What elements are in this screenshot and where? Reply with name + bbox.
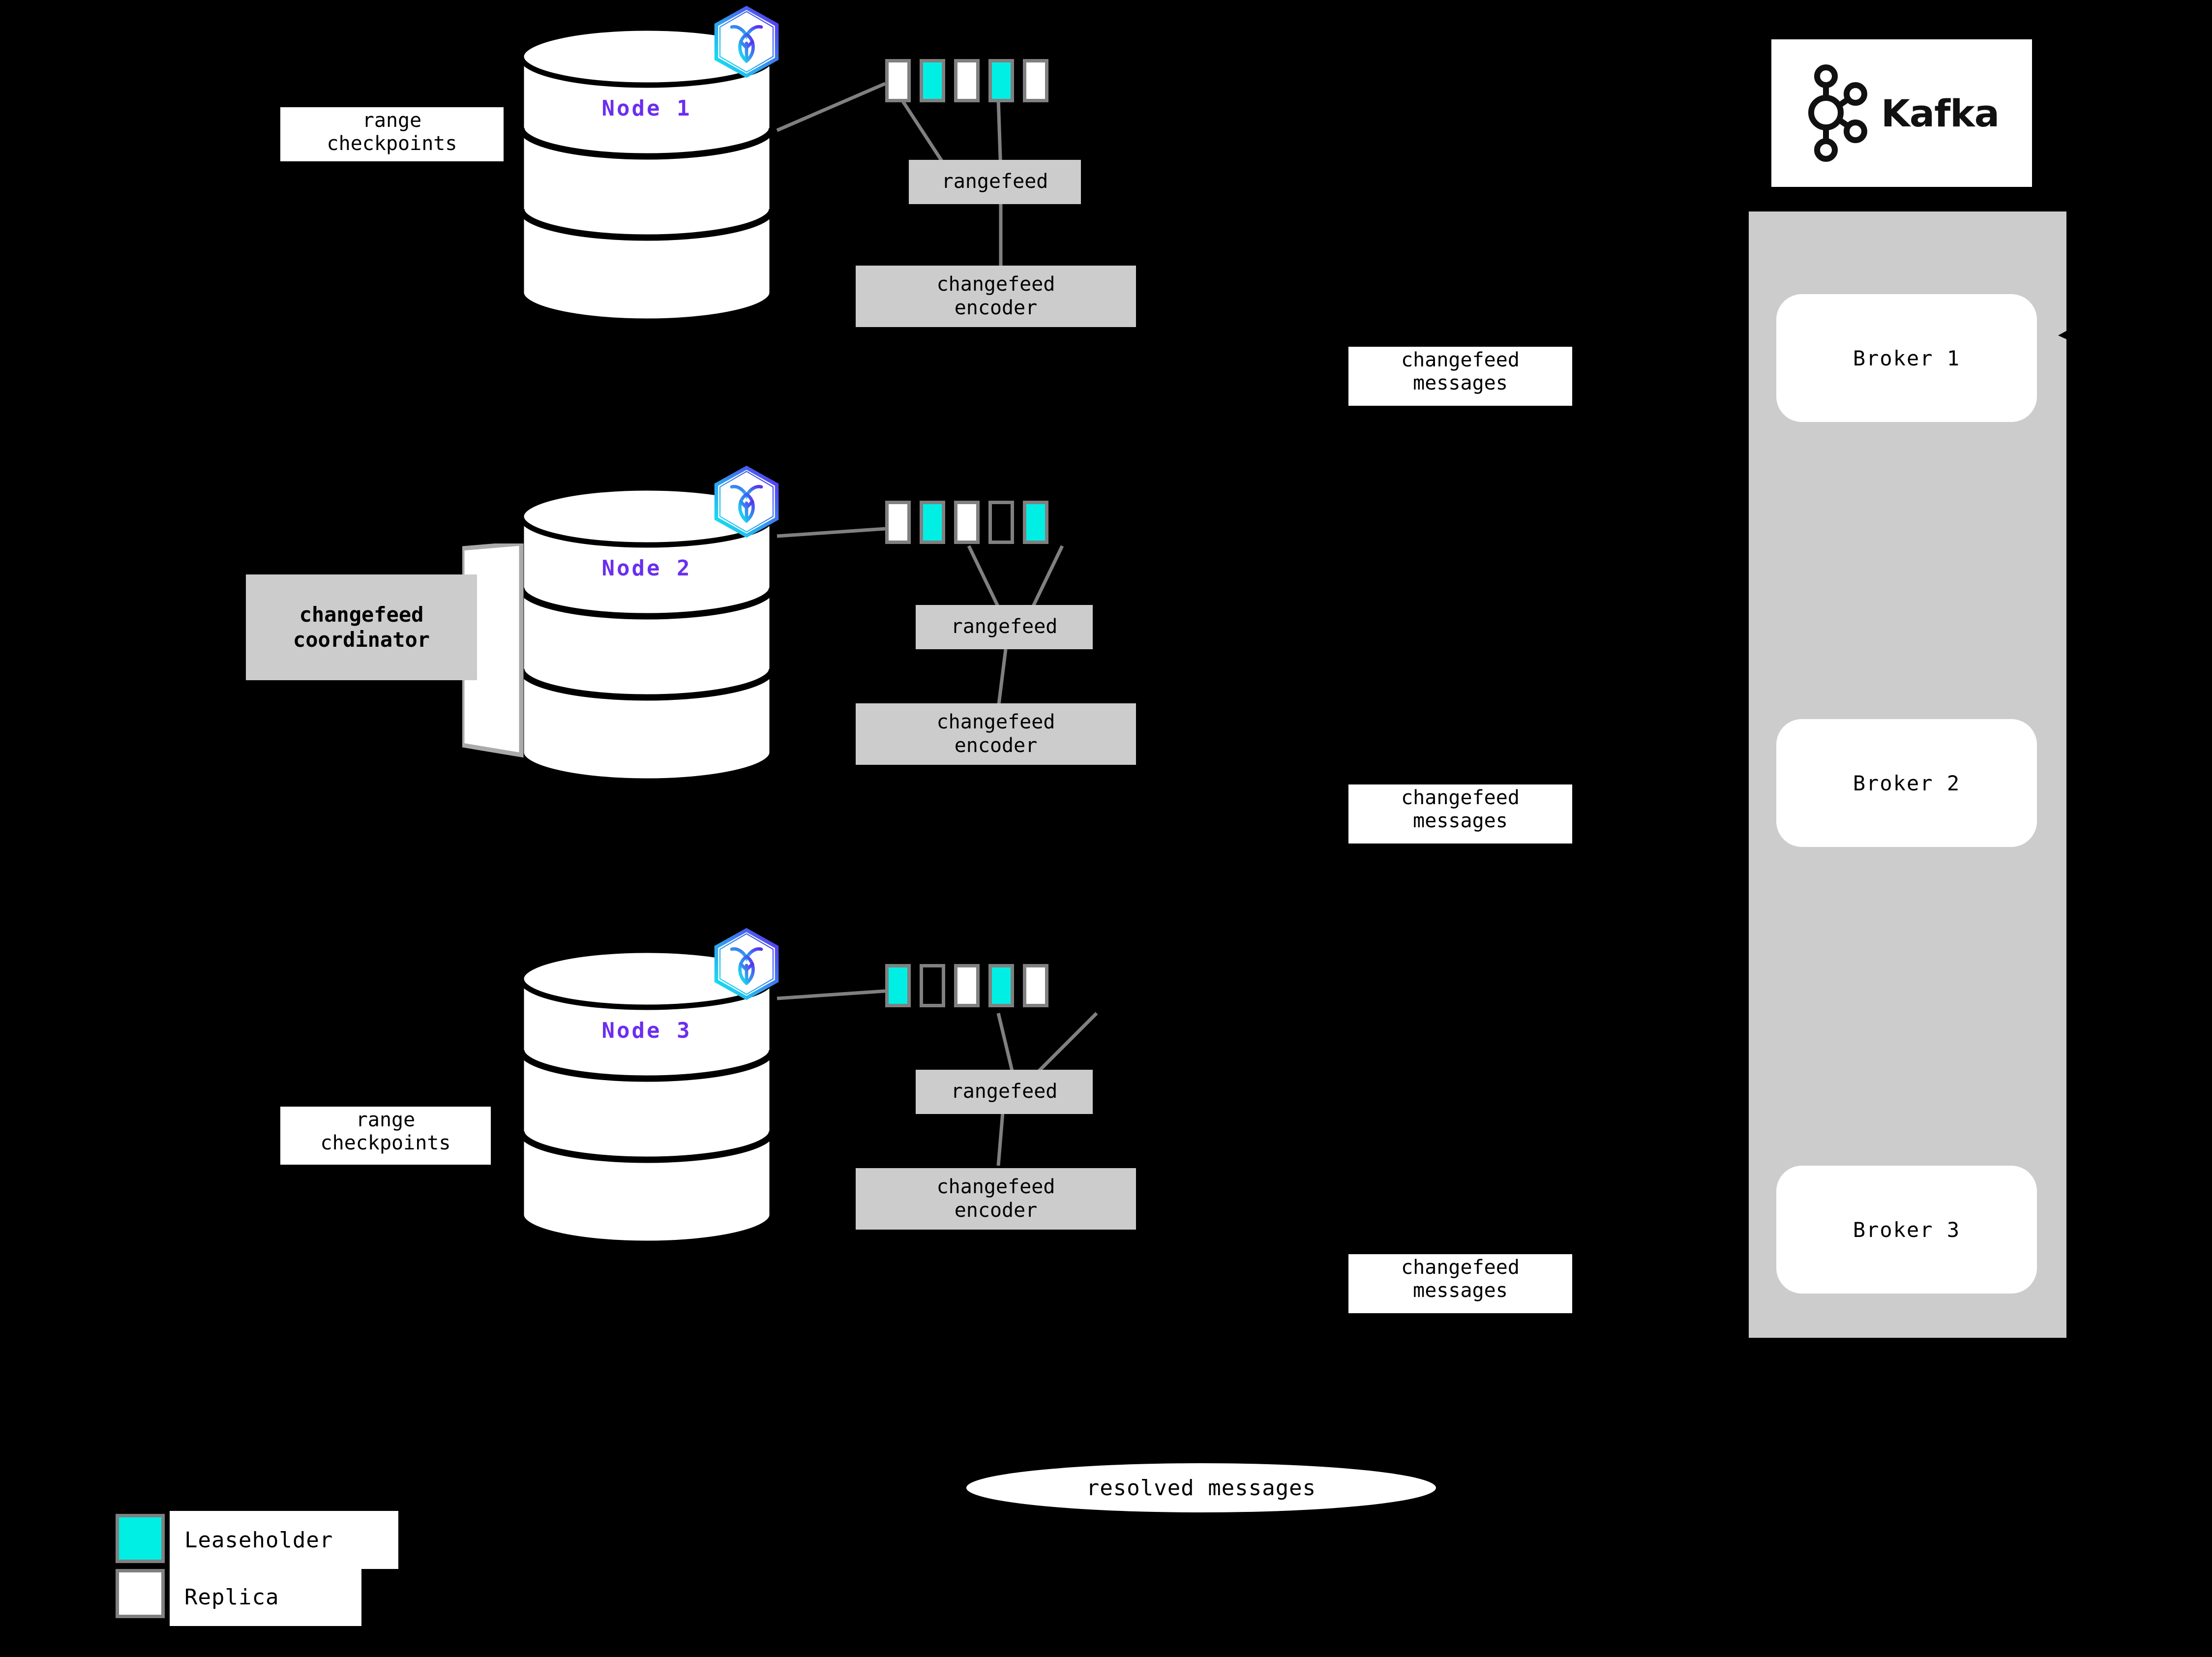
changefeed-coordinator[interactable]: changefeed coordinator [246, 574, 477, 680]
node-1-range-checkpoints: range checkpoints [280, 107, 504, 161]
range-box-replica[interactable] [885, 501, 911, 544]
node-2-range-row [885, 501, 1048, 544]
coordinator-banner-shape [462, 543, 524, 758]
node-1-label: Node 1 [601, 96, 692, 121]
range-box-replica[interactable] [885, 59, 911, 102]
node-3-range-row [885, 964, 1048, 1007]
legend-swatch-replica [116, 1569, 165, 1618]
range-box-replica[interactable] [1023, 59, 1048, 102]
changefeed-messages-label: changefeed messages [1348, 347, 1572, 406]
legend-label-replica: Replica [170, 1568, 361, 1626]
range-box-replica[interactable] [1023, 964, 1048, 1007]
range-box-leaseholder[interactable] [988, 59, 1014, 102]
kafka-logo-panel: Kafka [1771, 39, 2032, 187]
broker-1[interactable]: Broker 1 [1776, 294, 2037, 422]
node-2-cylinder: Node 2 [516, 487, 777, 782]
range-box-leaseholder[interactable] [885, 964, 911, 1007]
range-box-replica[interactable] [954, 501, 980, 544]
range-box-replica[interactable] [954, 964, 980, 1007]
cockroachdb-hex-logo [710, 5, 783, 79]
legend-label-leaseholder: Leaseholder [170, 1511, 398, 1569]
legend-swatch-leaseholder [116, 1514, 165, 1563]
cockroachdb-hex-logo [710, 465, 783, 539]
node-2-label: Node 2 [601, 556, 692, 581]
kafka-wordmark: Kafka [1881, 91, 2000, 135]
node-1-cylinder: Node 1 [516, 27, 777, 322]
node-3-label: Node 3 [601, 1018, 692, 1043]
node-3-cylinder: Node 3 [516, 949, 777, 1244]
node-3-rangefeed[interactable]: rangefeed [916, 1070, 1093, 1114]
node-3-range-checkpoints: range checkpoints [280, 1107, 491, 1165]
node-3-changefeed-encoder[interactable]: changefeed encoder [856, 1168, 1136, 1230]
node-2-rangefeed[interactable]: rangefeed [916, 605, 1093, 649]
changefeed-messages-label: changefeed messages [1348, 1254, 1572, 1313]
range-box-empty[interactable] [920, 964, 945, 1007]
node-1-rangefeed[interactable]: rangefeed [909, 160, 1081, 204]
range-box-leaseholder[interactable] [988, 964, 1014, 1007]
kafka-ingress-arrow-icon [2058, 325, 2078, 344]
range-box-empty[interactable] [988, 501, 1014, 544]
range-box-replica[interactable] [954, 59, 980, 102]
node-2-changefeed-encoder[interactable]: changefeed encoder [856, 703, 1136, 765]
changefeed-messages-label: changefeed messages [1348, 784, 1572, 844]
cockroachdb-hex-logo [710, 927, 783, 1001]
range-box-leaseholder[interactable] [1023, 501, 1048, 544]
broker-2[interactable]: Broker 2 [1776, 719, 2037, 847]
range-box-leaseholder[interactable] [920, 59, 945, 102]
resolved-messages-pill: resolved messages [966, 1463, 1436, 1512]
kafka-icon [1808, 64, 1867, 162]
broker-3[interactable]: Broker 3 [1776, 1166, 2037, 1294]
node-1-changefeed-encoder[interactable]: changefeed encoder [856, 266, 1136, 327]
node-1-range-row [885, 59, 1048, 102]
range-box-leaseholder[interactable] [920, 501, 945, 544]
